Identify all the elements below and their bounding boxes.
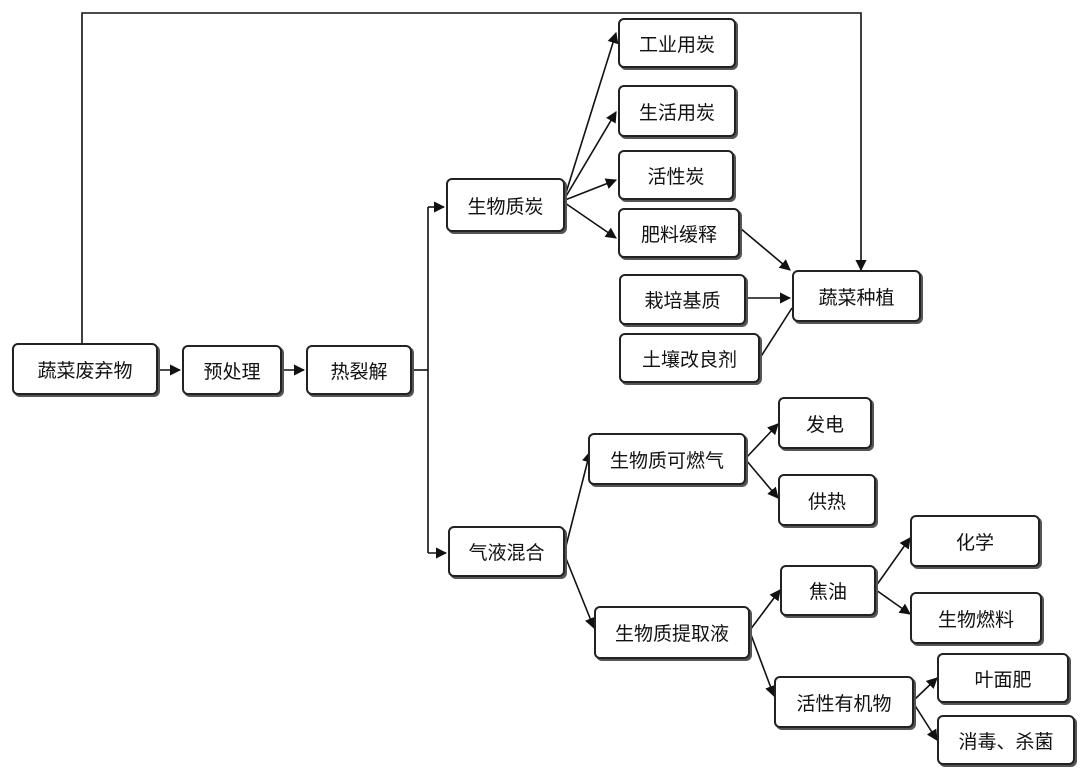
edge-mix-to-gas [564,450,593,551]
node-power-generation: 发电 [778,397,872,449]
edge-biochar-to-activated [564,178,618,201]
edge-tar-to-chemical [875,537,911,587]
node-label: 预处理 [203,360,261,383]
node-label: 消毒、杀菌 [958,730,1054,753]
node-label: 发电 [805,413,844,436]
edge-mix-to-extract [564,555,596,630]
node-label: 热裂解 [330,360,388,383]
node-label: 活性炭 [647,165,705,188]
node-chemical: 化学 [910,515,1040,567]
node-active-organics: 活性有机物 [774,676,914,728]
node-heat-supply: 供热 [778,474,876,526]
edge-organics-to-disinfection [913,703,938,741]
edge-extract-to-tar [749,589,781,631]
node-label: 蔬菜种植 [818,286,895,309]
node-label: 工业用炭 [638,33,715,56]
edge-tar-to-biofuel [875,589,911,615]
node-label: 供热 [807,490,846,513]
node-activated-carbon: 活性炭 [618,150,734,200]
node-foliar-fertilizer: 叶面肥 [937,653,1069,703]
node-pretreatment: 预处理 [182,345,282,395]
node-extract-liquid: 生物质提取液 [594,606,750,659]
node-cultivation-substrate: 栽培基质 [619,274,746,325]
node-label: 土壤改良剂 [641,348,737,371]
edge-organics-to-foliar [913,677,938,701]
edge-biochar-to-fertilizer [564,202,617,239]
node-gas-liquid-mix: 气液混合 [448,526,565,577]
edge-waste-to-planting [81,12,867,343]
node-label: 生活用炭 [638,101,715,124]
edge-gas-to-power [745,423,779,459]
node-biofuel: 生物燃料 [910,592,1042,644]
edge-fertilizer-to-planting [739,227,791,271]
node-soil-conditioner: 土壤改良剂 [619,333,760,383]
edge-biochar-to-domestic [564,111,617,199]
edge-gas-to-heat [745,459,779,499]
node-label: 生物质炭 [467,195,544,218]
node-vegetable-waste: 蔬菜废弃物 [12,343,158,395]
edge-extract-to-organics [749,631,776,698]
node-industrial-char: 工业用炭 [618,18,736,68]
node-label: 栽培基质 [644,290,721,312]
node-vegetable-planting: 蔬菜种植 [792,270,921,322]
node-label: 蔬菜废弃物 [37,359,133,382]
node-label: 叶面肥 [974,668,1032,691]
node-disinfection: 消毒、杀菌 [937,715,1075,765]
node-biochar: 生物质炭 [446,178,565,232]
node-label: 生物燃料 [937,608,1014,631]
node-label: 肥料缓释 [640,223,717,246]
node-label: 焦油 [808,581,847,603]
node-label: 生物质提取液 [614,623,729,645]
node-tar: 焦油 [780,565,876,616]
node-pyrolysis: 热裂解 [306,345,412,395]
node-domestic-char: 生活用炭 [618,85,736,137]
node-combustible-gas: 生物质可燃气 [588,433,746,485]
edge-biochar-to-industrial [564,31,619,197]
node-label: 活性有机物 [796,692,892,715]
node-label: 气液混合 [468,542,545,564]
node-slow-release-fertilizer: 肥料缓释 [618,208,740,258]
node-label: 生物质可燃气 [609,449,724,472]
node-label: 化学 [955,531,994,554]
edge-conditioner-to-planting [759,307,793,359]
